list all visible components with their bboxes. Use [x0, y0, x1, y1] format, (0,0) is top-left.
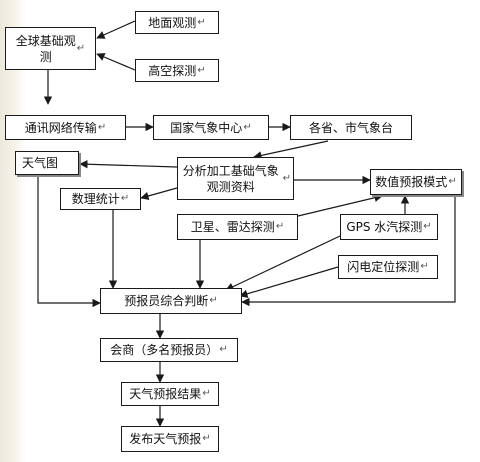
paragraph-mark: ↵ [76, 42, 86, 54]
node-provincial-stations-label: 各省、市气象台 [308, 120, 393, 135]
node-national-center-label: 国家气象中心 [170, 120, 243, 135]
node-satellite-radar: 卫星、雷达探测↵ [177, 214, 298, 240]
node-data-analysis: 分析加工基础气象观测资料↵ [177, 157, 294, 200]
node-global-observation: 全球基础观测↵ [5, 27, 96, 70]
node-forecaster-judgement-label: 预报员综合判断 [124, 294, 209, 308]
arrow-upper-to-global [96, 53, 136, 71]
node-statistics-label: 数理统计 [71, 192, 120, 206]
node-numerical-model-label: 数值预报模式 [375, 175, 448, 189]
node-data-analysis-label: 分析加工基础气象观测资料 [182, 163, 279, 194]
node-network-transmission: 通讯网络传输↵ [5, 115, 126, 140]
node-publish-forecast-label: 发布天气预报 [129, 432, 202, 446]
paragraph-mark: ↵ [202, 388, 211, 399]
arrow-ground-to-global [96, 20, 136, 39]
arrow-analysis-to-stats [140, 187, 178, 201]
paragraph-mark: ↵ [197, 64, 206, 76]
arrow-gps-to-forecaster [225, 235, 341, 291]
node-ground-observation-label: 地面观测 [148, 15, 197, 30]
arrow-nwp-to-forecaster [241, 195, 456, 307]
node-lightning-location: 闪电定位探测↵ [338, 255, 438, 279]
arrow-lightning-to-forecaster [239, 266, 339, 298]
node-gps-water-vapor-label: GPS 水汽探测 [346, 220, 423, 234]
node-upper-air-observation: 高空探测↵ [135, 59, 219, 82]
paragraph-mark: ↵ [120, 193, 130, 204]
node-weather-map-label: 天气图 [22, 156, 59, 170]
node-weather-map: 天气图 [15, 151, 79, 175]
paragraph-mark: ↵ [448, 176, 457, 187]
paragraph-mark: ↵ [97, 121, 107, 133]
arrow-prov-to-analysis [253, 140, 329, 160]
paragraph-mark: ↵ [243, 121, 252, 133]
node-forecast-result-label: 天气预报结果 [129, 387, 202, 401]
arrow-analysis-to-weathermap [79, 160, 178, 169]
node-ground-observation: 地面观测↵ [135, 11, 219, 34]
node-forecast-result: 天气预报结果↵ [121, 382, 219, 406]
node-gps-water-vapor: GPS 水汽探测↵ [340, 214, 438, 240]
arrow-satellite-to-nwp [297, 193, 383, 217]
node-publish-forecast: 发布天气预报↵ [121, 426, 219, 452]
node-network-transmission-label: 通讯网络传输 [24, 120, 97, 135]
node-national-center: 国家气象中心↵ [153, 115, 269, 140]
node-lightning-location-label: 闪电定位探测 [347, 260, 420, 274]
paragraph-mark: ↵ [209, 295, 218, 306]
paragraph-mark: ↵ [420, 261, 429, 272]
node-consultation: 会商（多名预报员）↵ [100, 338, 238, 362]
paragraph-mark: ↵ [202, 433, 211, 444]
node-forecaster-judgement: 预报员综合判断↵ [100, 288, 242, 314]
node-global-observation-label: 全球基础观测 [15, 33, 76, 64]
paragraph-mark: ↵ [219, 344, 228, 355]
node-consultation-label: 会商（多名预报员） [110, 343, 219, 357]
node-satellite-radar-label: 卫星、雷达探测 [190, 220, 275, 234]
node-provincial-stations: 各省、市气象台 [290, 115, 412, 140]
paragraph-mark: ↵ [275, 221, 285, 232]
paragraph-mark: ↵ [197, 16, 206, 28]
paragraph-mark: ↵ [282, 172, 291, 184]
node-numerical-model: 数值预报模式↵ [370, 169, 462, 195]
background-edge-texture [0, 0, 26, 462]
arrow-weathermap-to-forecaster [37, 175, 101, 308]
node-statistics: 数理统计↵ [60, 188, 141, 210]
paragraph-mark: ↵ [423, 221, 432, 232]
node-upper-air-observation-label: 高空探测 [148, 63, 197, 78]
